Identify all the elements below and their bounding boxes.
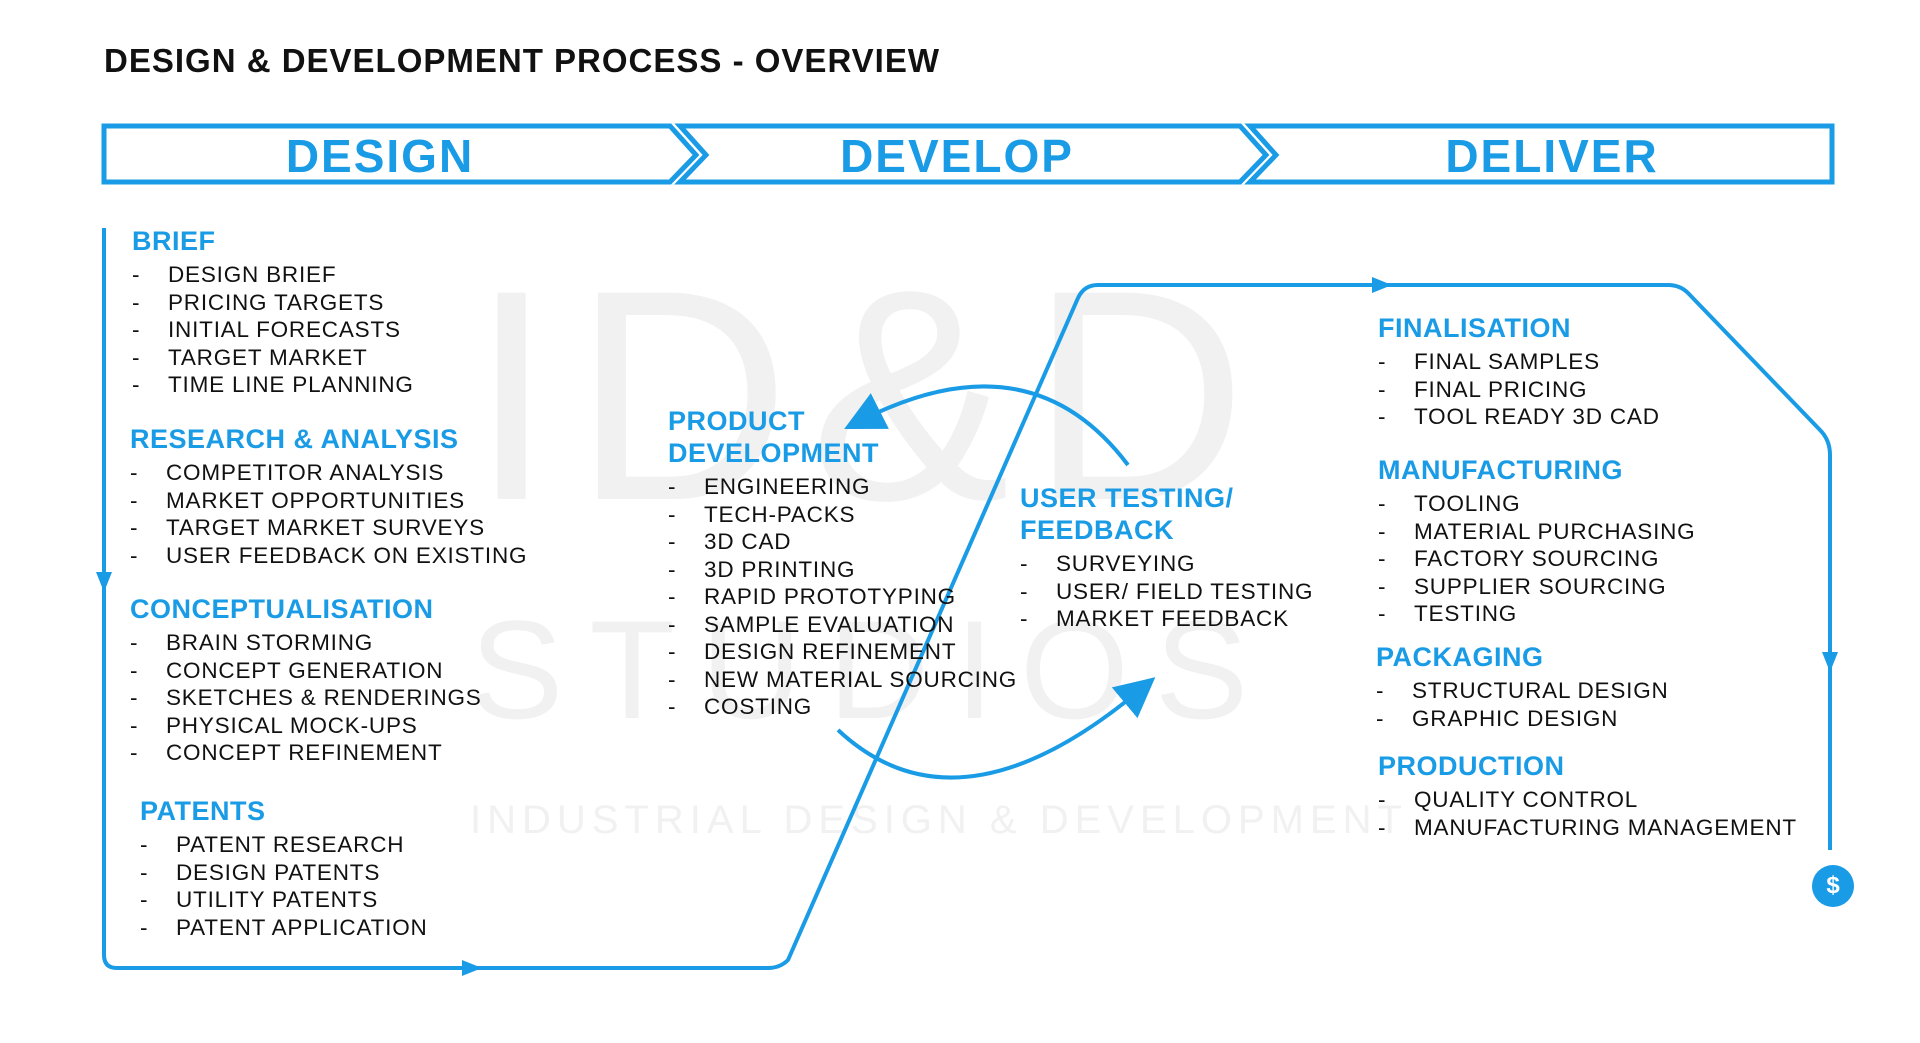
- section-title-production: PRODUCTION: [1378, 751, 1565, 781]
- section-patents: PATENTS -PATENT RESEARCH -DESIGN PATENTS…: [140, 795, 428, 941]
- list-item: -UTILITY PATENTS: [140, 887, 379, 912]
- list-item: -SAMPLE EVALUATION: [668, 611, 955, 637]
- section-manufacturing: MANUFACTURING -TOOLING -MATERIAL PURCHAS…: [1378, 454, 1696, 628]
- phase-label-deliver: DELIVER: [1445, 130, 1659, 182]
- section-user-testing: USER TESTING/ FEEDBACK -SURVEYING -USER/…: [1020, 482, 1313, 633]
- list-item: -MANUFACTURING MANAGEMENT: [1378, 814, 1797, 840]
- section-research-analysis: RESEARCH & ANALYSIS -COMPETITOR ANALYSIS…: [130, 423, 527, 569]
- section-title-final: FINALISATION: [1378, 313, 1571, 343]
- section-title-testing-line2: FEEDBACK: [1020, 515, 1175, 545]
- list-item: -USER FEEDBACK ON EXISTING: [130, 542, 528, 568]
- list-item: -TOOLING: [1378, 491, 1521, 516]
- section-packaging: PACKAGING -STRUCTURAL DESIGN -GRAPHIC DE…: [1376, 641, 1669, 732]
- list-item: -PATENT APPLICATION: [140, 914, 428, 940]
- list-item: -MARKET FEEDBACK: [1020, 606, 1289, 631]
- section-product-development: PRODUCT DEVELOPMENT -ENGINEERING -TECH-P…: [668, 405, 1017, 721]
- list-item: -CONCEPT REFINEMENT: [130, 740, 443, 765]
- list-item: -TESTING: [1378, 601, 1518, 626]
- list-item: -NEW MATERIAL SOURCING: [668, 666, 1018, 692]
- list-item: -TARGET MARKET SURVEYS: [130, 515, 485, 540]
- phase-banner-design: [101, 123, 700, 185]
- list-item: -3D PRINTING: [668, 556, 856, 582]
- section-title-research: RESEARCH & ANALYSIS: [130, 424, 459, 454]
- list-item: -DESIGN PATENTS: [140, 859, 381, 885]
- phase-banner-deliver: [1244, 123, 1835, 185]
- section-brief: BRIEF -DESIGN BRIEF -PRICING TARGETS -IN…: [132, 225, 414, 399]
- list-item: -RAPID PROTOTYPING: [668, 584, 956, 609]
- page-title: DESIGN & DEVELOPMENT PROCESS - OVERVIEW: [104, 42, 941, 79]
- section-finalisation: FINALISATION -FINAL SAMPLES -FINAL PRICI…: [1378, 312, 1660, 431]
- list-item: -QUALITY CONTROL: [1378, 787, 1639, 812]
- section-title-testing-line1: USER TESTING/: [1020, 483, 1234, 513]
- watermark-tagline: INDUSTRIAL DESIGN & DEVELOPMENT: [470, 798, 1408, 842]
- section-title-product-line2: DEVELOPMENT: [668, 438, 880, 468]
- list-item: -INITIAL FORECASTS: [132, 317, 401, 342]
- dollar-icon: $: [1812, 865, 1854, 907]
- list-item: -BRAIN STORMING: [130, 630, 374, 655]
- arrowhead-down-left: [96, 572, 112, 592]
- phase-banner-develop: [674, 123, 1270, 185]
- arrowhead-right-bottom: [462, 960, 482, 976]
- list-item: -SKETCHES & RENDERINGS: [130, 685, 482, 710]
- phase-label-develop: DEVELOP: [840, 130, 1074, 182]
- list-item: -DESIGN REFINEMENT: [668, 639, 957, 664]
- list-item: -FACTORY SOURCING: [1378, 546, 1660, 571]
- section-title-packaging: PACKAGING: [1376, 642, 1544, 672]
- list-item: -PHYSICAL MOCK-UPS: [130, 712, 418, 738]
- list-item: -COMPETITOR ANALYSIS: [130, 460, 445, 485]
- list-item: -TIME LINE PLANNING: [132, 372, 414, 397]
- list-item: -COSTING: [668, 694, 813, 719]
- list-item: -FINAL SAMPLES: [1378, 349, 1600, 374]
- list-item: -GRAPHIC DESIGN: [1376, 705, 1619, 731]
- list-item: -MATERIAL PURCHASING: [1378, 518, 1696, 544]
- section-conceptualisation: CONCEPTUALISATION -BRAIN STORMING -CONCE…: [130, 593, 482, 767]
- list-item: -MARKET OPPORTUNITIES: [130, 487, 465, 513]
- list-item: -USER/ FIELD TESTING: [1020, 578, 1314, 604]
- list-item: -SURVEYING: [1020, 551, 1196, 576]
- list-item: -CONCEPT GENERATION: [130, 657, 444, 683]
- list-item: -FINAL PRICING: [1378, 376, 1588, 402]
- process-line: [102, 228, 1832, 970]
- section-title-patents: PATENTS: [140, 796, 266, 826]
- list-item: -DESIGN BRIEF: [132, 262, 337, 287]
- loop-arc-top: [844, 384, 1130, 467]
- list-item: -PATENT RESEARCH: [140, 832, 405, 857]
- section-title-manufacturing: MANUFACTURING: [1378, 455, 1623, 485]
- phase-label-design: DESIGN: [285, 130, 475, 182]
- list-item: -ENGINEERING: [668, 474, 871, 499]
- arrowhead-down-right: [1822, 652, 1838, 672]
- list-item: -3D CAD: [668, 529, 792, 554]
- list-item: -TOOL READY 3D CAD: [1378, 404, 1660, 429]
- list-item: -PRICING TARGETS: [132, 289, 385, 315]
- arrowhead-right-top: [1372, 277, 1392, 293]
- list-item: -STRUCTURAL DESIGN: [1376, 678, 1669, 703]
- section-title-brief: BRIEF: [132, 226, 216, 256]
- list-item: -SUPPLIER SOURCING: [1378, 573, 1667, 599]
- section-title-product-line1: PRODUCT: [668, 406, 805, 436]
- loop-arc-bottom: [836, 677, 1156, 780]
- list-item: -TARGET MARKET: [132, 344, 368, 370]
- list-item: -TECH-PACKS: [668, 501, 856, 527]
- section-title-concept: CONCEPTUALISATION: [130, 594, 434, 624]
- section-production: PRODUCTION -QUALITY CONTROL -MANUFACTURI…: [1378, 750, 1797, 841]
